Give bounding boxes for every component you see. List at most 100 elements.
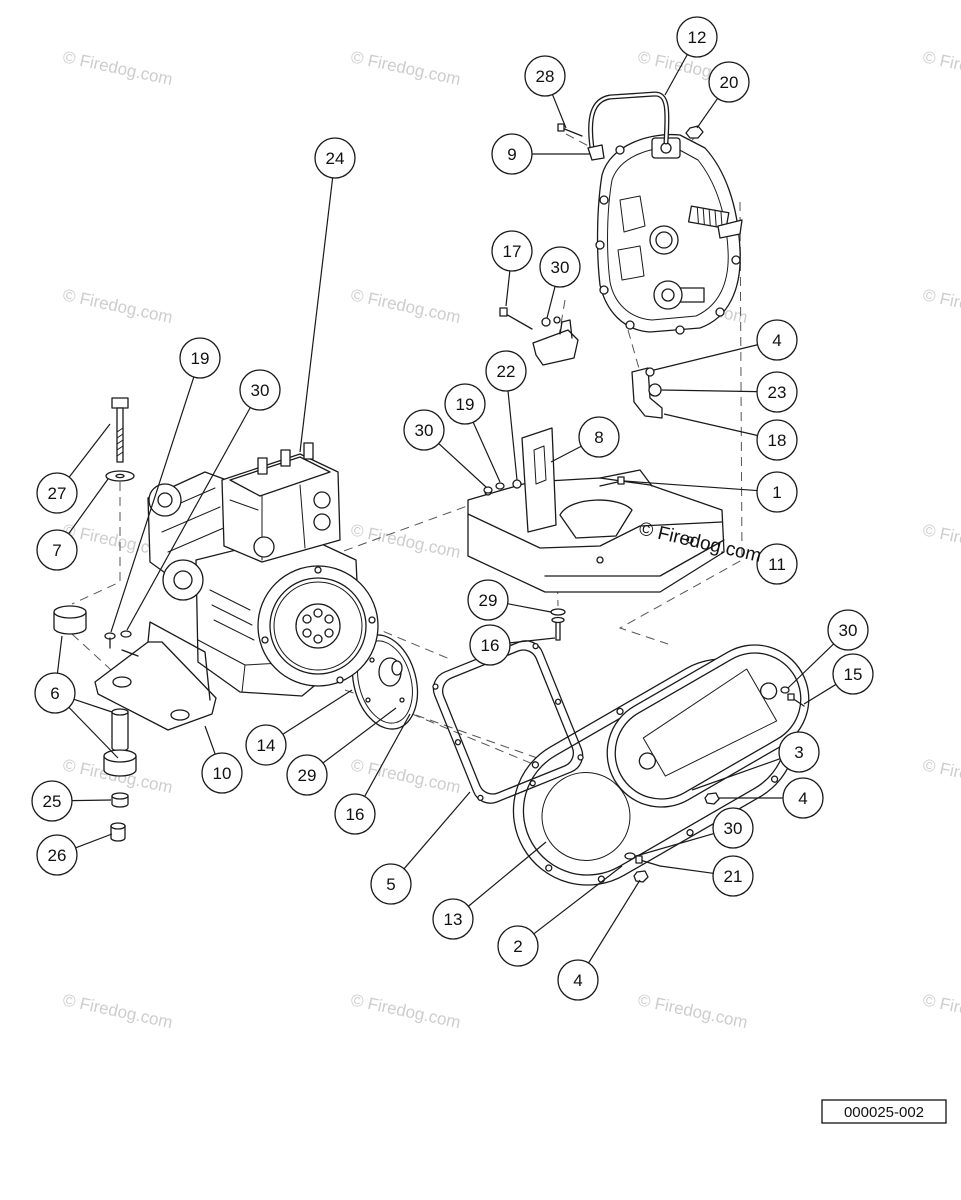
gearbox [595,133,743,335]
dashed-line [71,482,121,605]
callout-circle [179,337,221,379]
leader-line [282,689,353,735]
leader-line [68,478,109,535]
small-hardware-tray [483,476,625,641]
callout-label: 28 [536,67,555,86]
callout-label: 19 [191,349,210,368]
leader-line [663,413,758,437]
callout-circle [524,55,566,97]
washer-25 [111,792,129,808]
watermark-text: © Firedog.com [349,990,462,1032]
callout: 4 [653,319,798,371]
callout: 24 [299,137,356,453]
callout-circle [708,61,750,103]
callout-circle [578,416,620,458]
small-hardware-bracket [104,630,139,657]
leader-line [533,865,623,935]
gearbox-hardware [557,123,704,161]
watermark-text: © Firedog.com [349,755,462,797]
leader-line [653,344,758,371]
callout: 21 [659,855,754,897]
gearbox-emblem [649,225,679,255]
callout-circle [778,731,820,773]
belt-cover [606,644,810,808]
callout: 30 [403,409,487,488]
valve-cover [229,456,331,497]
callout: 10 [201,725,243,794]
callout-label: 13 [444,910,463,929]
callout-circle [239,369,281,411]
callout-circle [36,529,78,571]
callout-circle [432,898,474,940]
callout-label: 30 [551,258,570,277]
watermark-text: © Firedog.com [349,285,462,327]
callout-circle [286,754,328,796]
callout-label: 25 [43,792,62,811]
callout: 8 [550,416,620,463]
callout: 23 [660,371,798,413]
callout-label: 12 [688,28,707,47]
leader-line [664,54,688,96]
callout-label: 11 [768,555,786,574]
callout-label: 26 [48,846,67,865]
callout-circle [712,807,754,849]
callout: 11 [756,543,798,585]
callout: 13 [432,841,547,940]
watermark-text: © Firedog.com [349,47,462,89]
callout-label: 15 [844,665,863,684]
engine [147,442,379,697]
callout-label: 7 [52,541,61,560]
callout-label: 1 [772,483,781,502]
rubber-mount-bottom [103,749,137,777]
callout: 26 [36,833,113,876]
diagram-id-box: 000025-002 [821,1099,947,1124]
callout-label: 19 [456,395,475,414]
callout-circle [34,672,76,714]
callout-circle [832,653,874,695]
callout-label: 8 [594,428,603,447]
callout-circle [403,409,445,451]
nut-26 [110,822,126,842]
leader-line [126,407,251,631]
callout-label: 20 [720,73,739,92]
callout-circle [756,371,798,413]
callout: 27 [36,423,111,514]
callout: 3 [691,731,820,791]
watermark-text: © Firedog.com [921,990,961,1032]
callout: 20 [696,61,750,129]
callout: 2 [497,865,623,967]
leader-line [546,286,556,319]
leader-line [635,832,714,857]
leader-line [68,706,119,759]
callout: 30 [539,246,581,319]
callout-circle [676,16,718,58]
watermark-text: © Firedog.com [921,285,961,327]
leader-line [73,698,113,713]
leader-line [438,443,487,488]
callout-circle [756,419,798,461]
leader-line [472,422,501,483]
callout: 16 [334,713,411,835]
gearbox-handle [588,91,670,151]
callout-circle [444,383,486,425]
leader-line [507,390,518,481]
callout: 25 [31,780,112,822]
watermark-text: © Firedog.com [349,520,462,562]
callout-circle [467,579,509,621]
callout-circle [557,959,599,1001]
watermark-text: © Firedog.com [61,47,174,89]
callout-label: 16 [346,805,365,824]
callout: 9 [491,133,590,175]
leader-line [299,177,334,453]
callout: 30 [787,609,869,689]
callout-label: 23 [768,383,787,402]
callout-circle [31,780,73,822]
watermark-text: © Firedog.com [61,990,174,1032]
callout-label: 22 [497,362,516,381]
leader-line [204,725,216,755]
callout-label: 21 [724,867,743,886]
callout-circle [36,472,78,514]
callout-circle [497,925,539,967]
